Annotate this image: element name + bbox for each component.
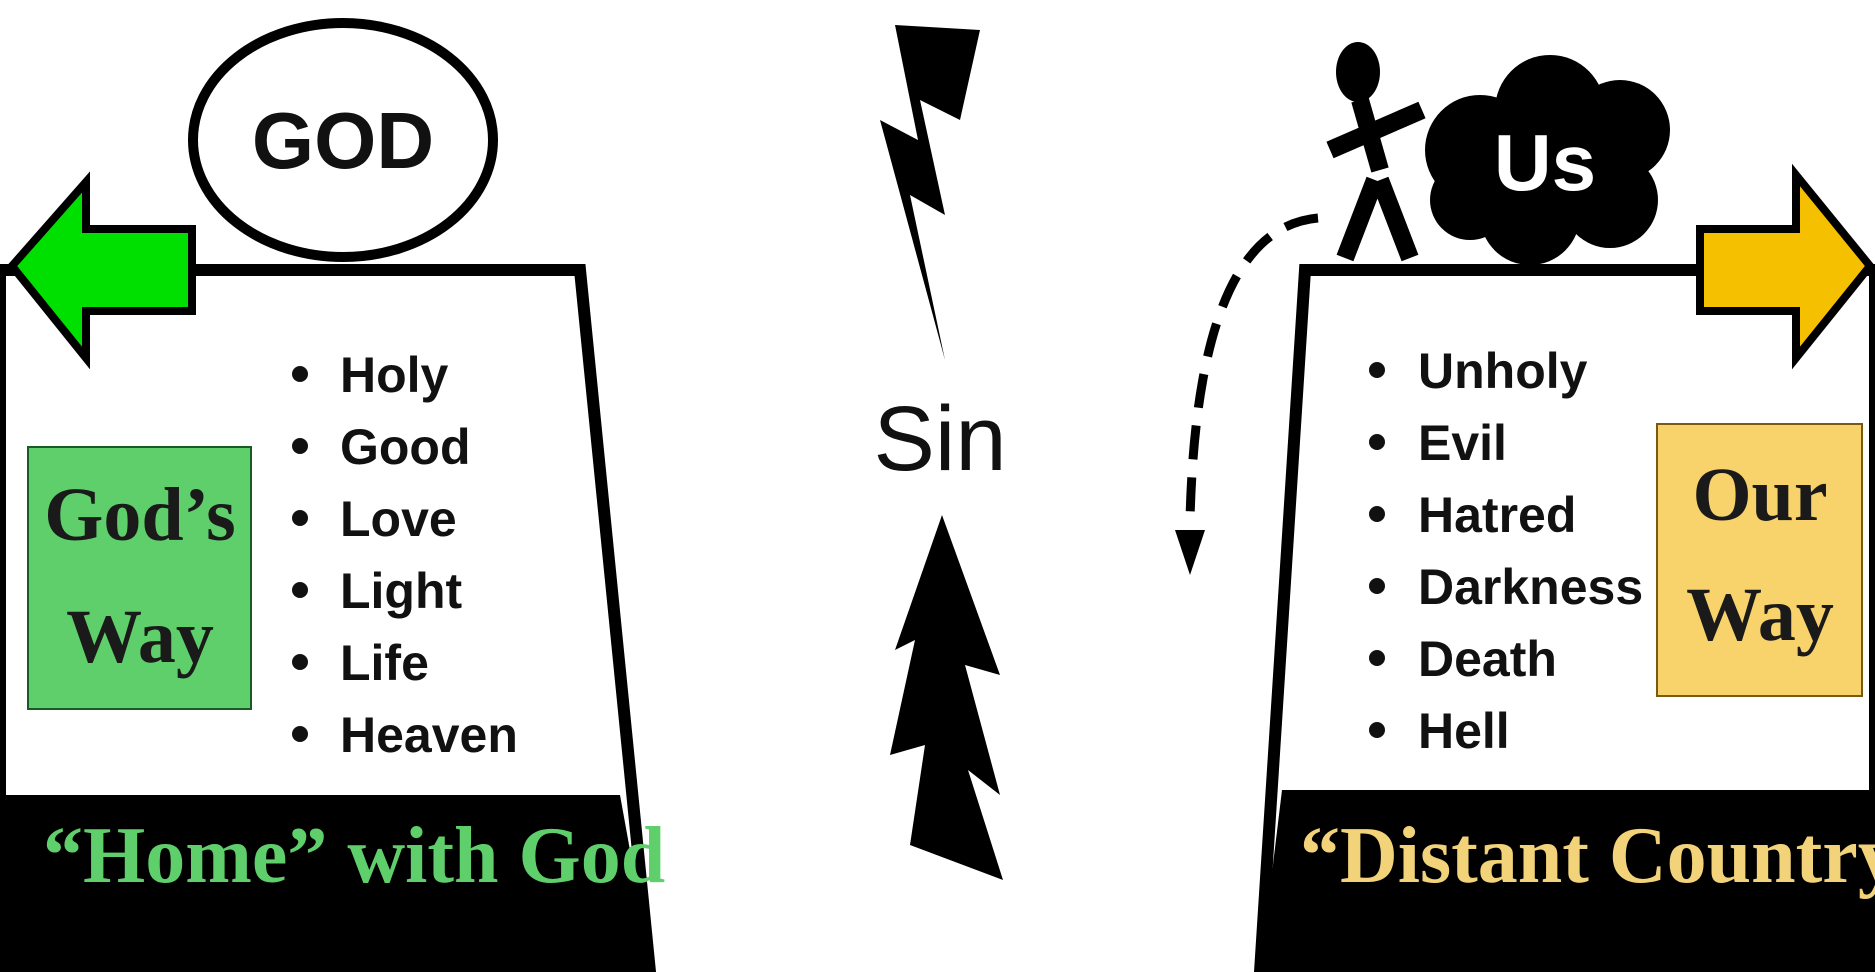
left-cliff-base	[0, 795, 652, 972]
cloud-icon: Us	[1425, 55, 1670, 265]
bullet	[1369, 722, 1385, 738]
us-label: Us	[1494, 118, 1596, 207]
god-label: GOD	[252, 96, 434, 185]
arrow-left-icon	[6, 171, 196, 370]
home-with-god-caption: “Home” with God	[43, 812, 665, 900]
list-item: Holy	[340, 347, 449, 403]
gods-way-line1: God’s	[44, 473, 235, 557]
stick-figure-icon	[1326, 42, 1426, 262]
bullet	[292, 582, 308, 598]
list-item: Light	[340, 563, 463, 619]
our-way-line2: Way	[1686, 573, 1834, 657]
bullet	[292, 726, 308, 742]
our-way-box: Our Way	[1656, 423, 1863, 697]
list-item: Hell	[1418, 703, 1510, 759]
right-cliff-base	[1260, 790, 1875, 972]
list-item: Good	[340, 419, 471, 475]
gods-way-line2: Way	[66, 595, 214, 679]
list-item: Life	[340, 635, 429, 691]
bullet	[1369, 362, 1385, 378]
gods-way-box: God’s Way	[27, 446, 252, 710]
god-attributes-list: Holy Good Love Light Life Heaven	[292, 347, 518, 763]
distant-country-caption: “Distant Country”	[1300, 812, 1875, 900]
bullet	[1369, 578, 1385, 594]
arrow-right-icon	[1696, 163, 1875, 370]
bullet	[1369, 650, 1385, 666]
sin-label: Sin	[874, 388, 1007, 490]
lightning-bolt-icon	[880, 25, 980, 360]
god-ellipse: GOD	[188, 18, 498, 262]
our-attributes-list: Unholy Evil Hatred Darkness Death Hell	[1369, 343, 1643, 759]
list-item: Darkness	[1418, 559, 1643, 615]
our-way-line1: Our	[1692, 453, 1827, 537]
bullet	[292, 654, 308, 670]
bullet	[292, 510, 308, 526]
list-item: Evil	[1418, 415, 1507, 471]
list-item: Hatred	[1418, 487, 1576, 543]
bullet	[1369, 434, 1385, 450]
lightning-bolt-icon	[890, 515, 1003, 880]
bullet	[292, 366, 308, 382]
left-cliff	[0, 264, 657, 972]
list-item: Death	[1418, 631, 1557, 687]
list-item: Unholy	[1418, 343, 1588, 399]
list-item: Love	[340, 491, 457, 547]
list-item: Heaven	[340, 707, 518, 763]
bullet	[292, 438, 308, 454]
dashed-fall-arrow-icon	[1175, 213, 1319, 575]
bullet	[1369, 506, 1385, 522]
